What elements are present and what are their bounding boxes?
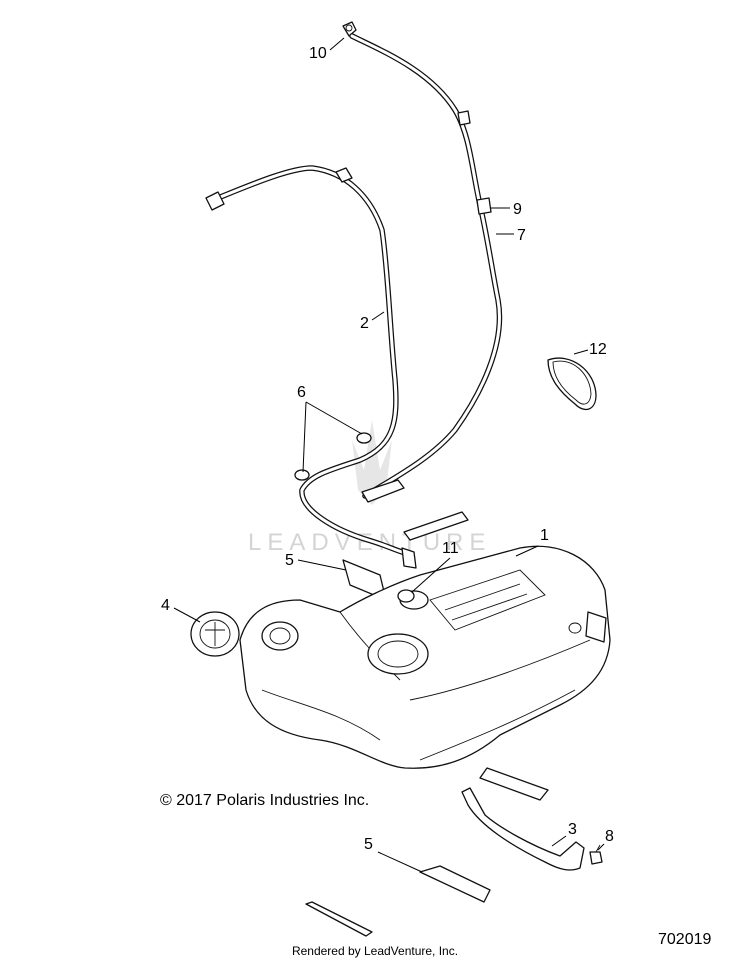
callout-2: 2	[360, 315, 369, 332]
callout-3: 3	[568, 821, 577, 838]
part-4-fuel-cap[interactable]	[190, 611, 240, 657]
callout-5-lower: 5	[364, 836, 373, 853]
part-5-pad-lower[interactable]	[419, 865, 491, 903]
rendered-by-credit: Rendered by LeadVenture, Inc.	[291, 944, 459, 958]
part-7-vent-hose[interactable]	[349, 33, 503, 503]
decal-lower	[479, 767, 549, 801]
watermark-text: LEADVENTURE	[248, 529, 491, 556]
diagram-number: 702019	[658, 931, 712, 948]
part-9-hose-clip[interactable]	[476, 197, 492, 215]
part-6-hose-clamp-lower[interactable]	[294, 469, 310, 481]
part-1-fuel-tank[interactable]	[239, 545, 611, 769]
callout-8: 8	[605, 828, 614, 845]
strip-lower	[305, 901, 373, 937]
part-3-tank-strap[interactable]	[461, 787, 585, 871]
decal-strip	[403, 511, 469, 541]
part-10-connector[interactable]	[342, 21, 357, 37]
part-12-gasket[interactable]	[547, 357, 597, 411]
callout-5-upper: 5	[285, 552, 294, 569]
part-8-bolt[interactable]	[589, 844, 603, 865]
copyright-notice: © 2017 Polaris Industries Inc.	[160, 792, 370, 809]
callout-10: 10	[309, 45, 327, 62]
callout-1: 1	[540, 527, 549, 544]
callout-4: 4	[161, 597, 170, 614]
callout-6: 6	[297, 384, 306, 401]
part-11-fitting[interactable]	[397, 589, 415, 603]
callout-11: 11	[442, 540, 459, 557]
part-2-vent-hose[interactable]	[205, 165, 417, 569]
callout-7: 7	[517, 227, 526, 244]
callout-9: 9	[513, 201, 522, 218]
callout-12: 12	[589, 341, 607, 358]
part-6-hose-clamp-upper[interactable]	[356, 432, 372, 444]
